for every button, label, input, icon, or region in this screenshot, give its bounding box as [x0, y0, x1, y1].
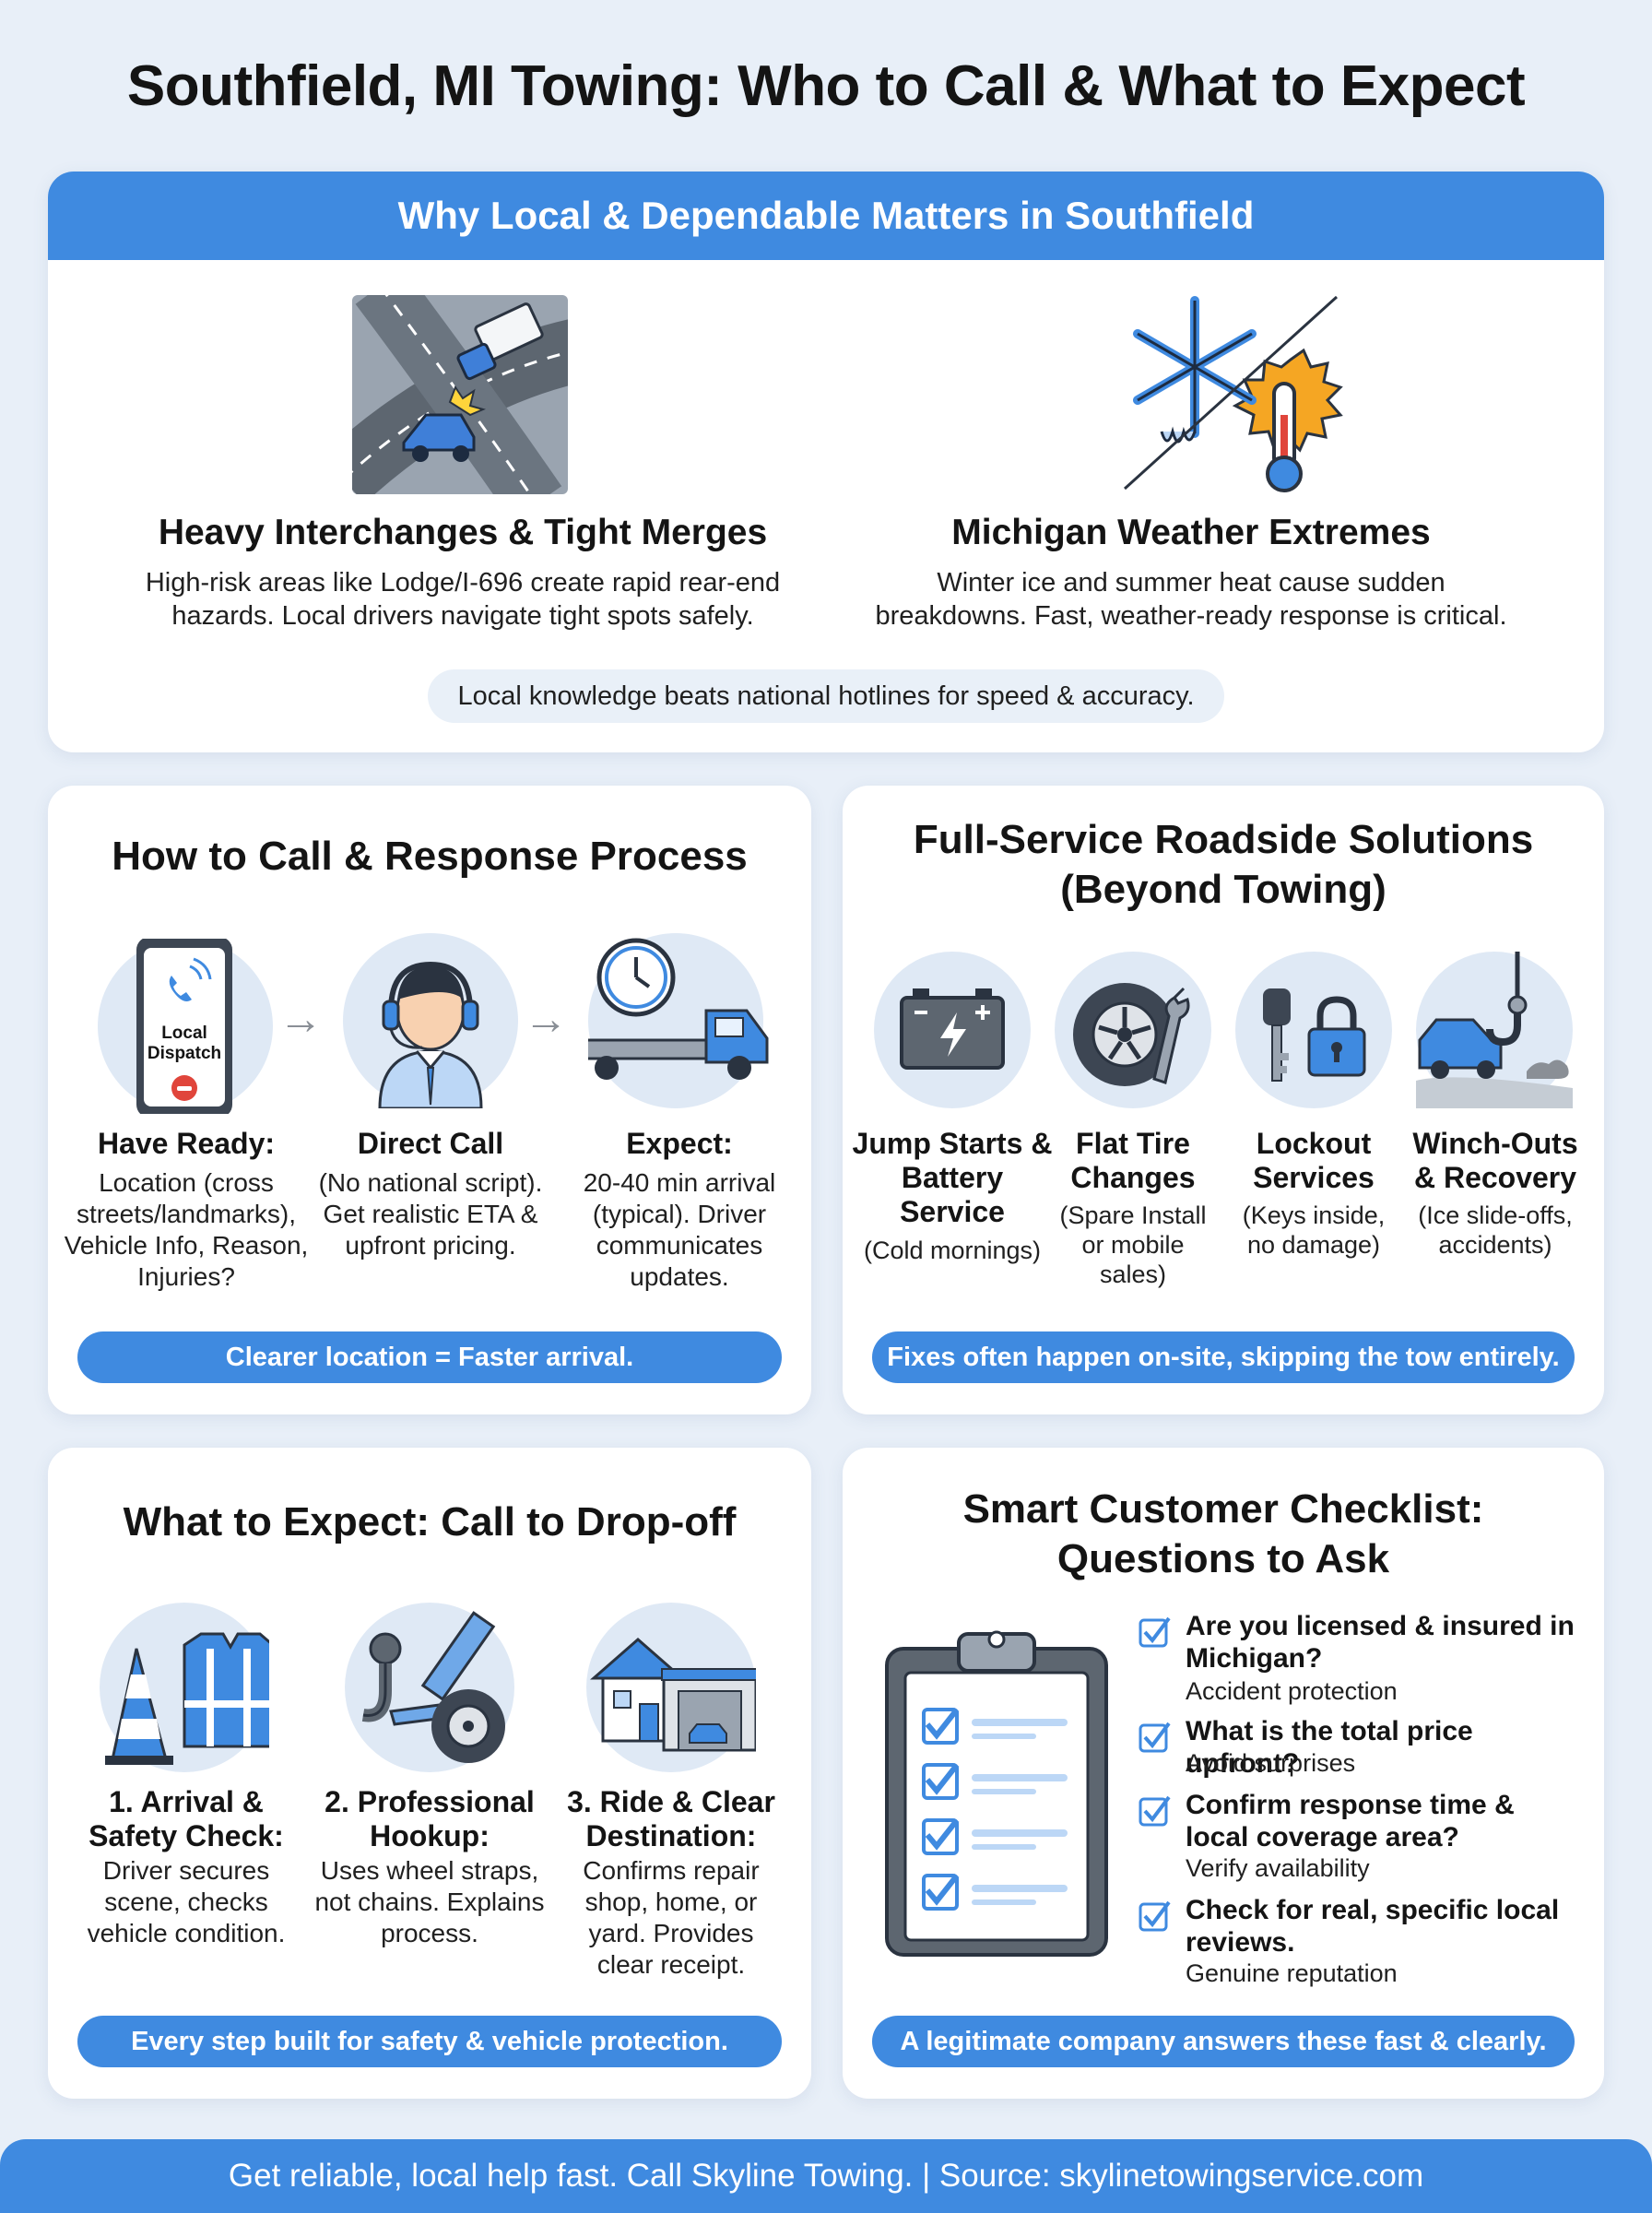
local-knowledge-note: Local knowledge beats national hotlines …	[428, 669, 1224, 723]
question-response-time-note: Verify availability	[1186, 1854, 1370, 1882]
service-jump-text: (Cold mornings)	[863, 1237, 1042, 1264]
key-lock-icon	[1235, 952, 1392, 1108]
service-jump-title: Jump Starts & Battery Service	[852, 1127, 1053, 1228]
service-winch-title: Winch-Outs & Recovery	[1412, 1127, 1578, 1194]
expect-step-destination-title: 3. Ride & Clear Destination:	[567, 1785, 775, 1852]
step-direct-call-text: (No national script). Get realistic ETA …	[318, 1168, 543, 1260]
tire-wrench-icon	[1055, 952, 1211, 1108]
service-flat-tire-text: (Spare Install or mobile sales)	[1059, 1201, 1207, 1288]
checklist-banner: A legitimate company answers these fast …	[872, 2016, 1575, 2067]
service-lockout-title: Lockout Services	[1253, 1127, 1375, 1194]
check-icon	[1138, 1899, 1171, 1933]
checklist-title: Smart Customer Checklist: Questions to A…	[962, 1486, 1484, 1581]
expect-step-destination-text: Confirms repair shop, home, or yard. Pro…	[583, 1856, 760, 1979]
dispatcher-icon	[343, 933, 518, 1110]
service-flat-tire-title: Flat Tire Changes	[1070, 1127, 1196, 1194]
arrow-right-icon: →	[524, 995, 568, 1044]
question-response-time: Confirm response time & local coverage a…	[1186, 1790, 1515, 1852]
weather-text: Winter ice and summer heat cause sudden …	[875, 568, 1507, 631]
call-banner: Clearer location = Faster arrival.	[77, 1331, 782, 1383]
expect-step-hookup-text: Uses wheel straps, not chains. Explains …	[314, 1856, 545, 1947]
page-title: Southfield, MI Towing: Who to Call & Wha…	[126, 54, 1526, 118]
check-icon	[1138, 1615, 1171, 1649]
services-banner: Fixes often happen on-site, skipping the…	[872, 1331, 1575, 1383]
expect-card: What to Expect: Call to Drop-off	[48, 1448, 811, 2099]
call-process-title: How to Call & Response Process	[112, 834, 748, 879]
step-expect-title: Expect:	[626, 1127, 733, 1160]
question-licensed-note: Accident protection	[1186, 1677, 1398, 1705]
question-price-note: Avoid surprises	[1186, 1749, 1356, 1777]
snowflake-thermometer-icon	[1106, 295, 1346, 494]
interchanges-title: Heavy Interchanges & Tight Merges	[158, 513, 768, 552]
phone-icon: Local Dispatch	[98, 937, 273, 1118]
service-winch-text: (Ice slide-offs, accidents)	[1418, 1201, 1573, 1259]
check-icon	[1138, 1794, 1171, 1828]
question-reviews: Check for real, specific local reviews.	[1186, 1895, 1560, 1958]
question-reviews-note: Genuine reputation	[1186, 1959, 1398, 1987]
step-direct-call-title: Direct Call	[357, 1127, 504, 1160]
expect-title: What to Expect: Call to Drop-off	[123, 1499, 737, 1544]
hook-wheel-strap-icon	[345, 1603, 514, 1772]
checklist-card: Smart Customer Checklist: Questions to A…	[843, 1448, 1604, 2099]
call-process-card: How to Call & Response Process Local Dis…	[48, 786, 811, 1414]
arrow-right-icon: →	[278, 995, 323, 1044]
step-have-ready-text: Location (cross streets/landmarks), Vehi…	[64, 1168, 309, 1291]
battery-icon	[874, 952, 1031, 1108]
service-lockout-text: (Keys inside, no damage)	[1242, 1201, 1386, 1259]
question-price: What is the total price upfront?	[1186, 1716, 1473, 1779]
house-garage-icon	[586, 1603, 759, 1772]
services-title: Full-Service Roadside Solutions (Beyond …	[913, 817, 1534, 912]
expect-step-arrival-text: Driver secures scene, checks vehicle con…	[87, 1856, 286, 1947]
clipboard-checklist-icon	[883, 1621, 1110, 1959]
step-expect-text: 20-40 min arrival (typical). Driver comm…	[583, 1168, 776, 1291]
check-icon	[1138, 1721, 1171, 1754]
winch-hook-icon	[1416, 952, 1573, 1108]
step-have-ready-title: Have Ready:	[97, 1127, 276, 1160]
interchanges-text: High-risk areas like Lodge/I-696 create …	[145, 568, 781, 631]
local-dispatch-label: Local Dispatch	[147, 1024, 222, 1063]
why-local-header: Why Local & Dependable Matters in Southf…	[48, 172, 1604, 260]
highway-interchange-icon	[321, 267, 584, 521]
cone-vest-icon	[100, 1603, 275, 1772]
footer-banner: Get reliable, local help fast. Call Skyl…	[0, 2139, 1652, 2213]
weather-title: Michigan Weather Extremes	[951, 513, 1431, 552]
expect-banner: Every step built for safety & vehicle pr…	[77, 2016, 782, 2067]
expect-step-hookup-title: 2. Professional Hookup:	[324, 1785, 535, 1852]
tow-truck-clock-icon	[581, 933, 769, 1108]
question-licensed: Are you licensed & insured in Michigan?	[1186, 1611, 1575, 1674]
services-card: Full-Service Roadside Solutions (Beyond …	[843, 786, 1604, 1414]
why-local-card: Why Local & Dependable Matters in Southf…	[48, 172, 1604, 752]
expect-step-arrival-title: 1. Arrival & Safety Check:	[88, 1785, 284, 1852]
